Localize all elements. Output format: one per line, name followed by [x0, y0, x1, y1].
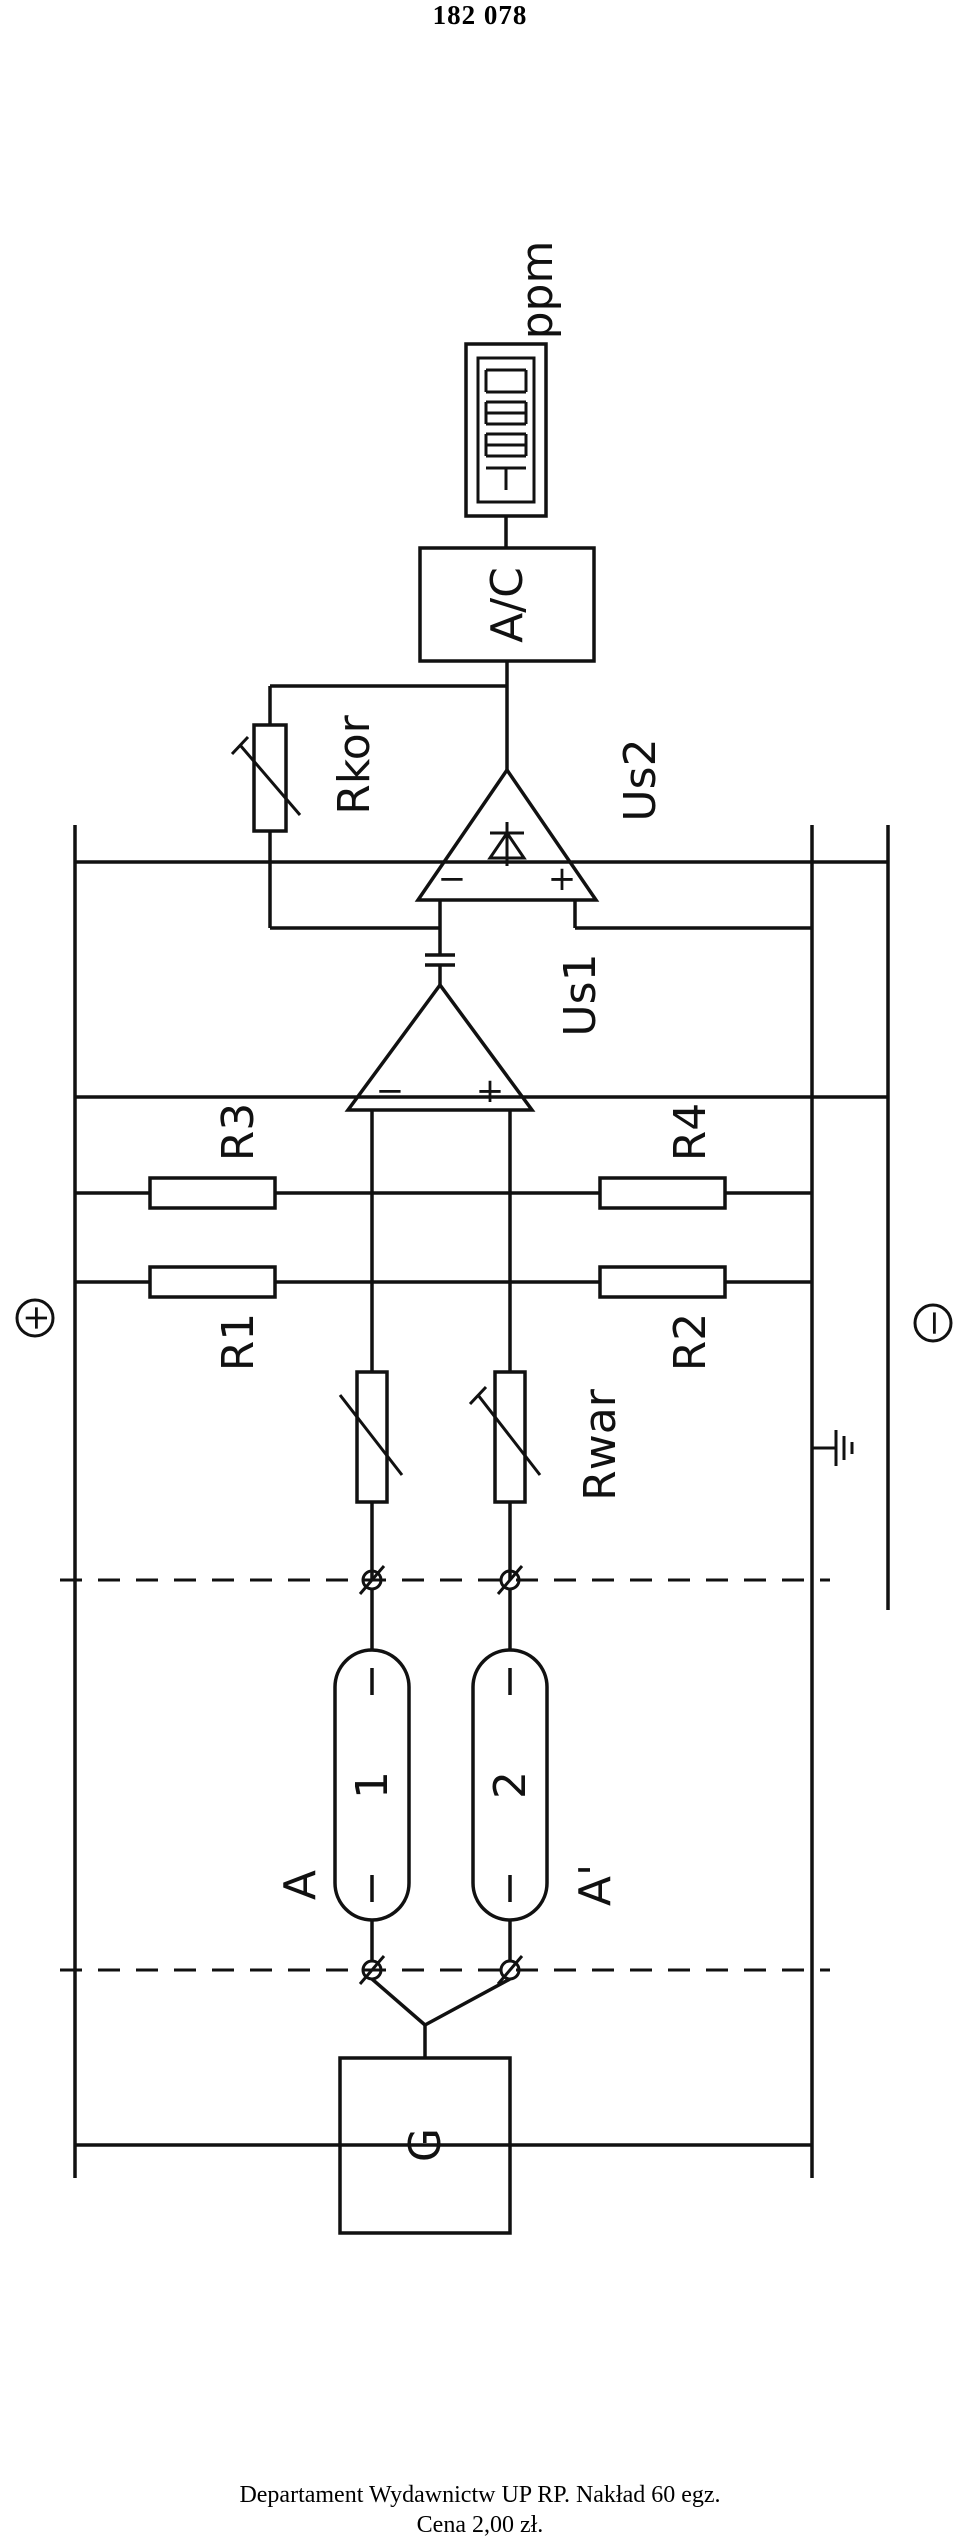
resistor-r4: [598, 1176, 727, 1210]
wire-junction-left: [370, 1977, 427, 2027]
resistor-r2: [598, 1265, 727, 1299]
us1-plus-sign: +: [476, 1071, 505, 1111]
footer: Departament Wydawnictw UP RP. Nakład 60 …: [0, 2480, 960, 2540]
ac-converter-label: A/C: [482, 567, 533, 643]
digital-display: [464, 342, 548, 518]
footer-price-line: Cena 2,00 zł.: [416, 2512, 544, 2538]
wire-junction-right: [424, 1977, 511, 2027]
seven-segment-digits: [484, 368, 528, 490]
ppm-label: ppm: [512, 241, 563, 340]
variable-arrow-icon: [338, 1394, 404, 1476]
resistor-r1: [148, 1265, 277, 1299]
ac-converter: [418, 546, 596, 663]
r4-label: R4: [665, 1103, 716, 1162]
us2-label: Us2: [615, 738, 666, 821]
cell-2-label: 2: [485, 1771, 536, 1799]
r2-label: R2: [665, 1313, 716, 1372]
cell-1-label: 1: [347, 1771, 398, 1799]
us2-plus-sign: +: [548, 859, 577, 899]
r3-label: R3: [213, 1103, 264, 1162]
rkor-label: Rkor: [329, 714, 380, 814]
us2-minus-sign: −: [438, 859, 467, 899]
resistor-r3: [148, 1176, 277, 1210]
us1-label: Us1: [555, 953, 606, 1036]
positive-rail-symbol: [15, 1298, 55, 1338]
ground-icon: [812, 1430, 854, 1466]
rwar-label: Rwar: [575, 1388, 626, 1501]
negative-rail-symbol: [913, 1303, 953, 1343]
diode-icon: [487, 822, 527, 866]
positive-rail-sign: +: [16, 1304, 56, 1333]
page-number: 182 078: [432, 0, 528, 30]
opamp-us1: [344, 982, 536, 1112]
negative-rail-sign: −: [914, 1309, 954, 1338]
variable-arrow-icon: [230, 735, 302, 816]
capacitor-icon: [425, 953, 455, 967]
footer-publisher-line: Departament Wydawnictw UP RP. Nakład 60 …: [239, 2482, 721, 2508]
a-label: A: [275, 1870, 326, 1900]
us1-minus-sign: −: [376, 1071, 405, 1111]
a-prime-label: A': [570, 1864, 621, 1906]
variable-arrow-icon: [468, 1385, 542, 1476]
r1-label: R1: [213, 1313, 264, 1372]
